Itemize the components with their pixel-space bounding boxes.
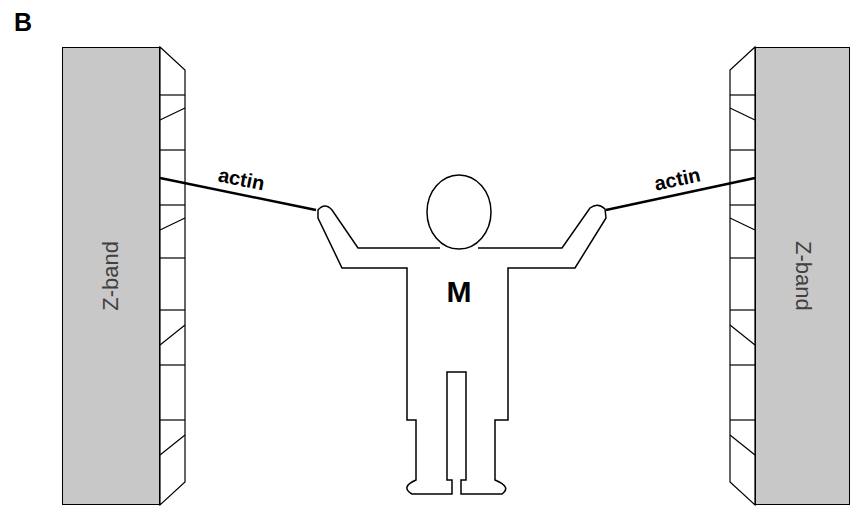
left-band-face [160,47,185,505]
m-label: M [447,275,472,309]
head-outline [427,175,491,249]
z-band: Z-band [755,47,850,505]
band-label: Z-band [98,241,124,311]
m-line-figure: M [316,160,606,500]
band-label: Z-band [790,241,816,311]
edge-label: actin [216,163,266,195]
z-band: Z-band [62,47,160,505]
edge-label: actin [652,163,702,195]
panel-letter: B [14,8,32,37]
figure-outline [316,160,606,500]
right-band-face [730,47,755,505]
